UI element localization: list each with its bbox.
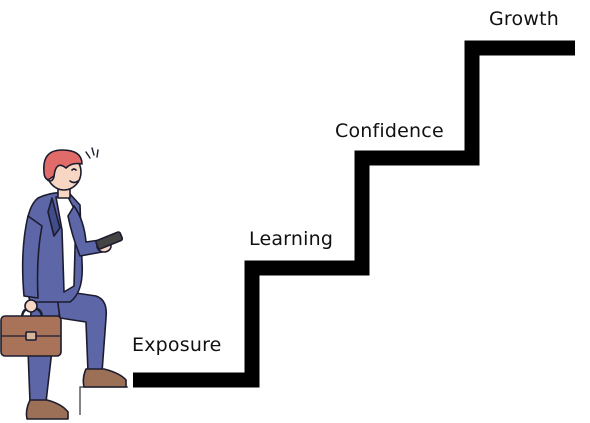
ground-step-line [79, 386, 128, 415]
staircase-path [133, 40, 575, 388]
hair [43, 149, 83, 181]
step-label-growth: Growth [489, 8, 559, 30]
smile [69, 180, 79, 184]
briefcase-icon [0, 306, 62, 357]
step-label-learning: Learning [249, 228, 334, 250]
lapel [47, 197, 61, 237]
sparkle-icon [85, 147, 99, 159]
step-label-exposure: Exposure [132, 334, 222, 356]
back-shoe [25, 399, 69, 420]
briefcase-arm [21, 215, 43, 299]
step-label-confidence: Confidence [335, 120, 444, 142]
briefcase-hand [24, 299, 38, 313]
front-leg [55, 289, 108, 373]
businessman-climbing-icon [0, 147, 127, 420]
smartphone-icon [95, 231, 124, 250]
front-shoe [82, 368, 127, 388]
eye [71, 168, 77, 171]
